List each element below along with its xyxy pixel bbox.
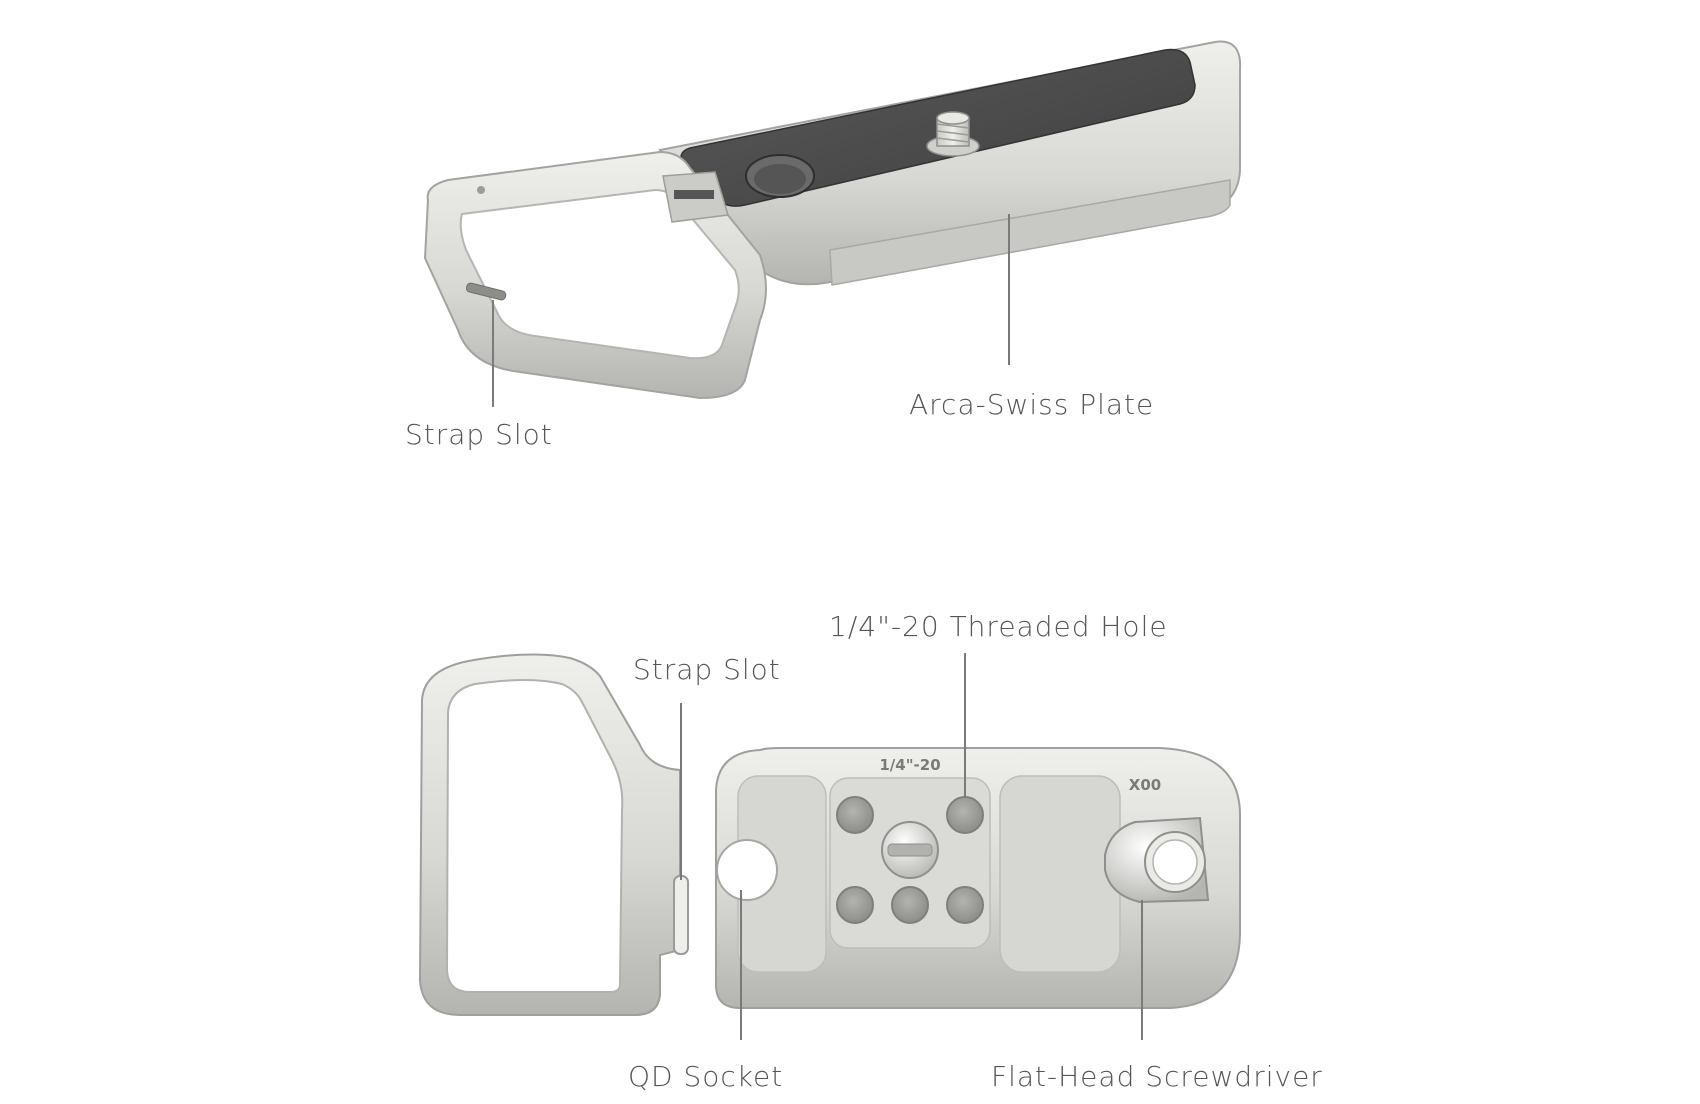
inner-slot xyxy=(674,190,714,199)
frame-pin xyxy=(477,186,485,194)
bottom-strap-slot xyxy=(673,875,689,955)
qd-socket xyxy=(716,839,778,901)
engraving-label: 1/4"-20 xyxy=(879,756,940,774)
label-bottom-strap-slot: Strap Slot xyxy=(633,653,781,686)
label-qd-socket: QD Socket xyxy=(628,1060,784,1093)
label-arca-swiss-plate: Arca-Swiss Plate xyxy=(909,388,1155,421)
camera-screw xyxy=(926,111,980,157)
bottom-view-bracket: 1/4"-20 X00 xyxy=(418,653,1241,1016)
label-top-strap-slot: Strap Slot xyxy=(405,418,553,451)
label-threaded-hole: 1/4"-20 Threaded Hole xyxy=(829,610,1168,643)
model-mark: X00 xyxy=(1129,776,1161,794)
bottom-frame-window xyxy=(445,679,624,993)
pad-hole-inner xyxy=(754,164,806,194)
threaded-hole-group xyxy=(836,796,984,924)
arca-plate-bevel xyxy=(829,179,1231,286)
label-flat-head-screwdriver: Flat-Head Screwdriver xyxy=(991,1060,1323,1093)
recess-right xyxy=(999,775,1121,973)
flat-head-screwdriver xyxy=(1104,816,1210,904)
top-view-bracket xyxy=(423,40,1242,400)
top-strap-slot xyxy=(465,282,507,301)
